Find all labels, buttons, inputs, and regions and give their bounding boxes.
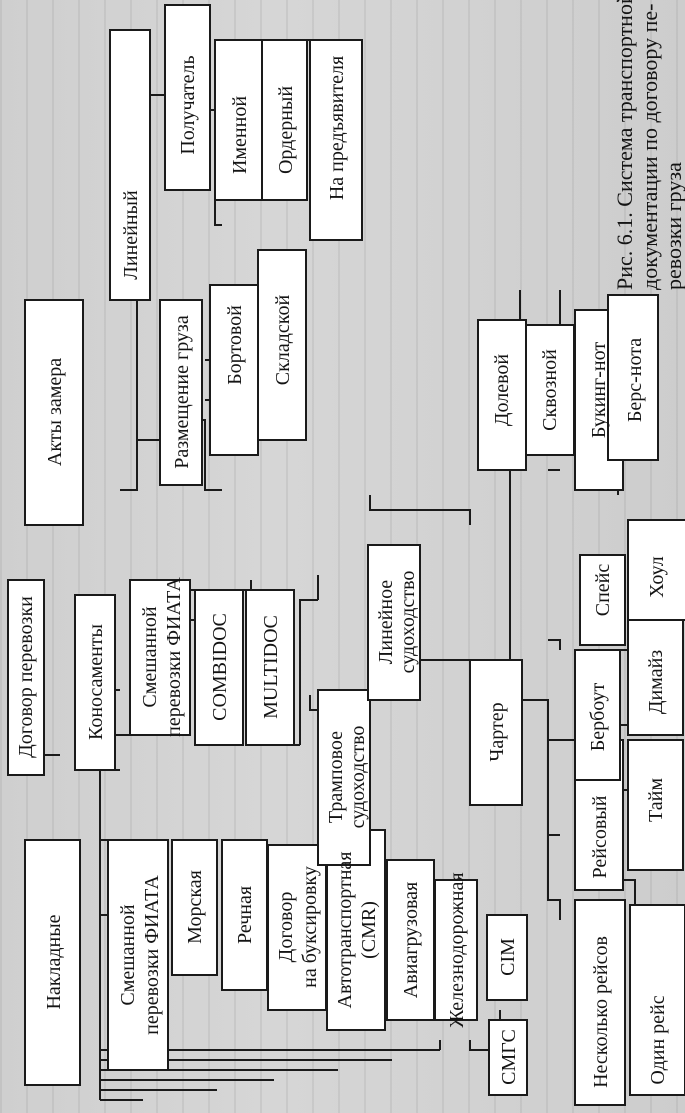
node-skvoznoy: Сквозной [539,349,561,431]
figure-caption: Рис. 6.1. Система транспортной документа… [612,0,685,290]
node-morskaya: Морская [184,870,206,944]
node-trampovoe-box [317,689,371,866]
node-na-predyavitelya-box [309,39,363,241]
node-trampovoe-line1: Трамповое [325,731,347,823]
node-combidoc: COMBIDOC [209,613,231,721]
node-berbout: Бербоут [587,682,609,751]
node-nakladnye: Накладные [43,914,65,1009]
node-konosamenty: Коносаменты [85,624,107,740]
node-smeshannoy-fiata-left-box [107,839,169,1071]
caption-line-1: Рис. 6.1. Система транспортной [612,0,637,290]
node-taim-box [627,739,684,871]
node-avto-cmr-line1: Автотранспортная [334,851,356,1008]
node-trampovoe-line2: судоходство [347,726,369,829]
node-lineinoe-sudohodstvo-line1: Линейное [375,580,397,664]
node-buksirovka-line2: на буксировку [299,866,321,988]
node-rechnaya-box [221,839,268,991]
node-cim: CIM [497,938,519,976]
node-buksirovka-line1: Договор [275,892,297,963]
node-smeshannoy-fiata-right-line2: перевозки ФИАТА [163,577,185,737]
node-zhd: Железнодорожная [446,872,468,1027]
diagram-boxes [7,4,685,1106]
node-buking-not: Букинг-нот [588,342,610,438]
node-combidoc-box [194,589,244,746]
node-neskolko-reisov-box [574,899,626,1106]
node-skvoznoy-box [525,324,575,456]
node-konosamenty-box [74,594,116,771]
node-smeshannoy-fiata-right-box [129,579,191,736]
node-smeshannoy-fiata-right-line1: Смешанной [139,606,161,708]
node-na-predyavitelya: На предъявителя [326,56,348,200]
node-taim: Тайм [645,778,667,822]
node-berbout-box [574,649,621,781]
node-lineiny: Линейный [120,190,142,280]
node-charter-box [469,659,523,806]
node-multidoc: MULTIDOC [260,615,282,719]
node-buksirovka-box [267,844,327,1011]
caption-line-2: документации по договору пе- [637,4,662,290]
node-rechnaya: Речная [234,886,256,944]
node-dolevoy: Долевой [491,354,513,427]
node-smgs-box [488,1019,528,1096]
node-neskolko-reisov: Несколько рейсов [590,936,612,1088]
node-avto-cmr-line2: (CMR) [358,901,380,959]
node-houl: Хоул [646,556,668,598]
node-bortovoy-box [209,284,259,456]
node-lineiny-box [109,29,151,301]
connector [522,469,580,920]
node-dogovor-perevozki-box [7,579,45,776]
node-smgs: СМГС [498,1029,520,1085]
node-avia: Авиагрузовая [400,882,422,998]
node-nakladnye-box [24,839,81,1086]
node-bers-nota-box [607,294,659,461]
node-houl-box [627,519,685,621]
node-odin-reis-box [629,904,685,1096]
node-akty-zamera: Акты замера [44,358,66,466]
node-orderny-box [261,39,308,201]
node-dimaiz: Димайз [645,650,667,714]
node-cim-box [486,914,528,1001]
node-bers-nota: Берс-нота [624,338,646,422]
node-poluchatel: Получатель [177,55,199,154]
node-smeshannoy-fiata-left-line1: Смешанной [117,904,139,1006]
diagram-labels: Договор перевозки Накладные Акты замера … [15,55,669,1088]
node-orderny: Ордерный [275,86,297,174]
node-imennoy-box [214,39,264,201]
node-poluchatel-box [164,4,211,191]
node-skladskoy: Складской [272,295,294,386]
node-razmeshchenie-box [159,299,203,486]
node-speis-box [579,554,626,646]
node-speis: Спейс [592,564,614,617]
node-odin-reis: Один рейс [647,995,669,1084]
node-bortovoy: Бортовой [224,305,246,385]
node-multidoc-box [245,589,295,746]
node-imennoy: Именной [229,96,251,174]
node-zhd-box [434,879,478,1021]
node-dolevoy-box [477,319,527,471]
node-charter: Чартер [486,702,508,761]
node-reisovy: Рейсовый [589,795,611,878]
node-razmeshchenie: Размещение груза [171,315,193,469]
node-morskaya-box [171,839,218,976]
node-avia-box [386,859,435,1021]
node-lineinoe-sudohodstvo-box [367,544,421,701]
node-dogovor-perevozki: Договор перевозки [15,596,37,758]
node-lineinoe-sudohodstvo-line2: судоходство [397,571,419,674]
node-akty-zamera-box [24,299,84,526]
node-smeshannoy-fiata-left-line2: перевозки ФИАТА [141,875,163,1035]
node-skladskoy-box [257,249,307,441]
caption-line-3: ревозки груза [661,162,685,290]
connector [100,1059,392,1091]
